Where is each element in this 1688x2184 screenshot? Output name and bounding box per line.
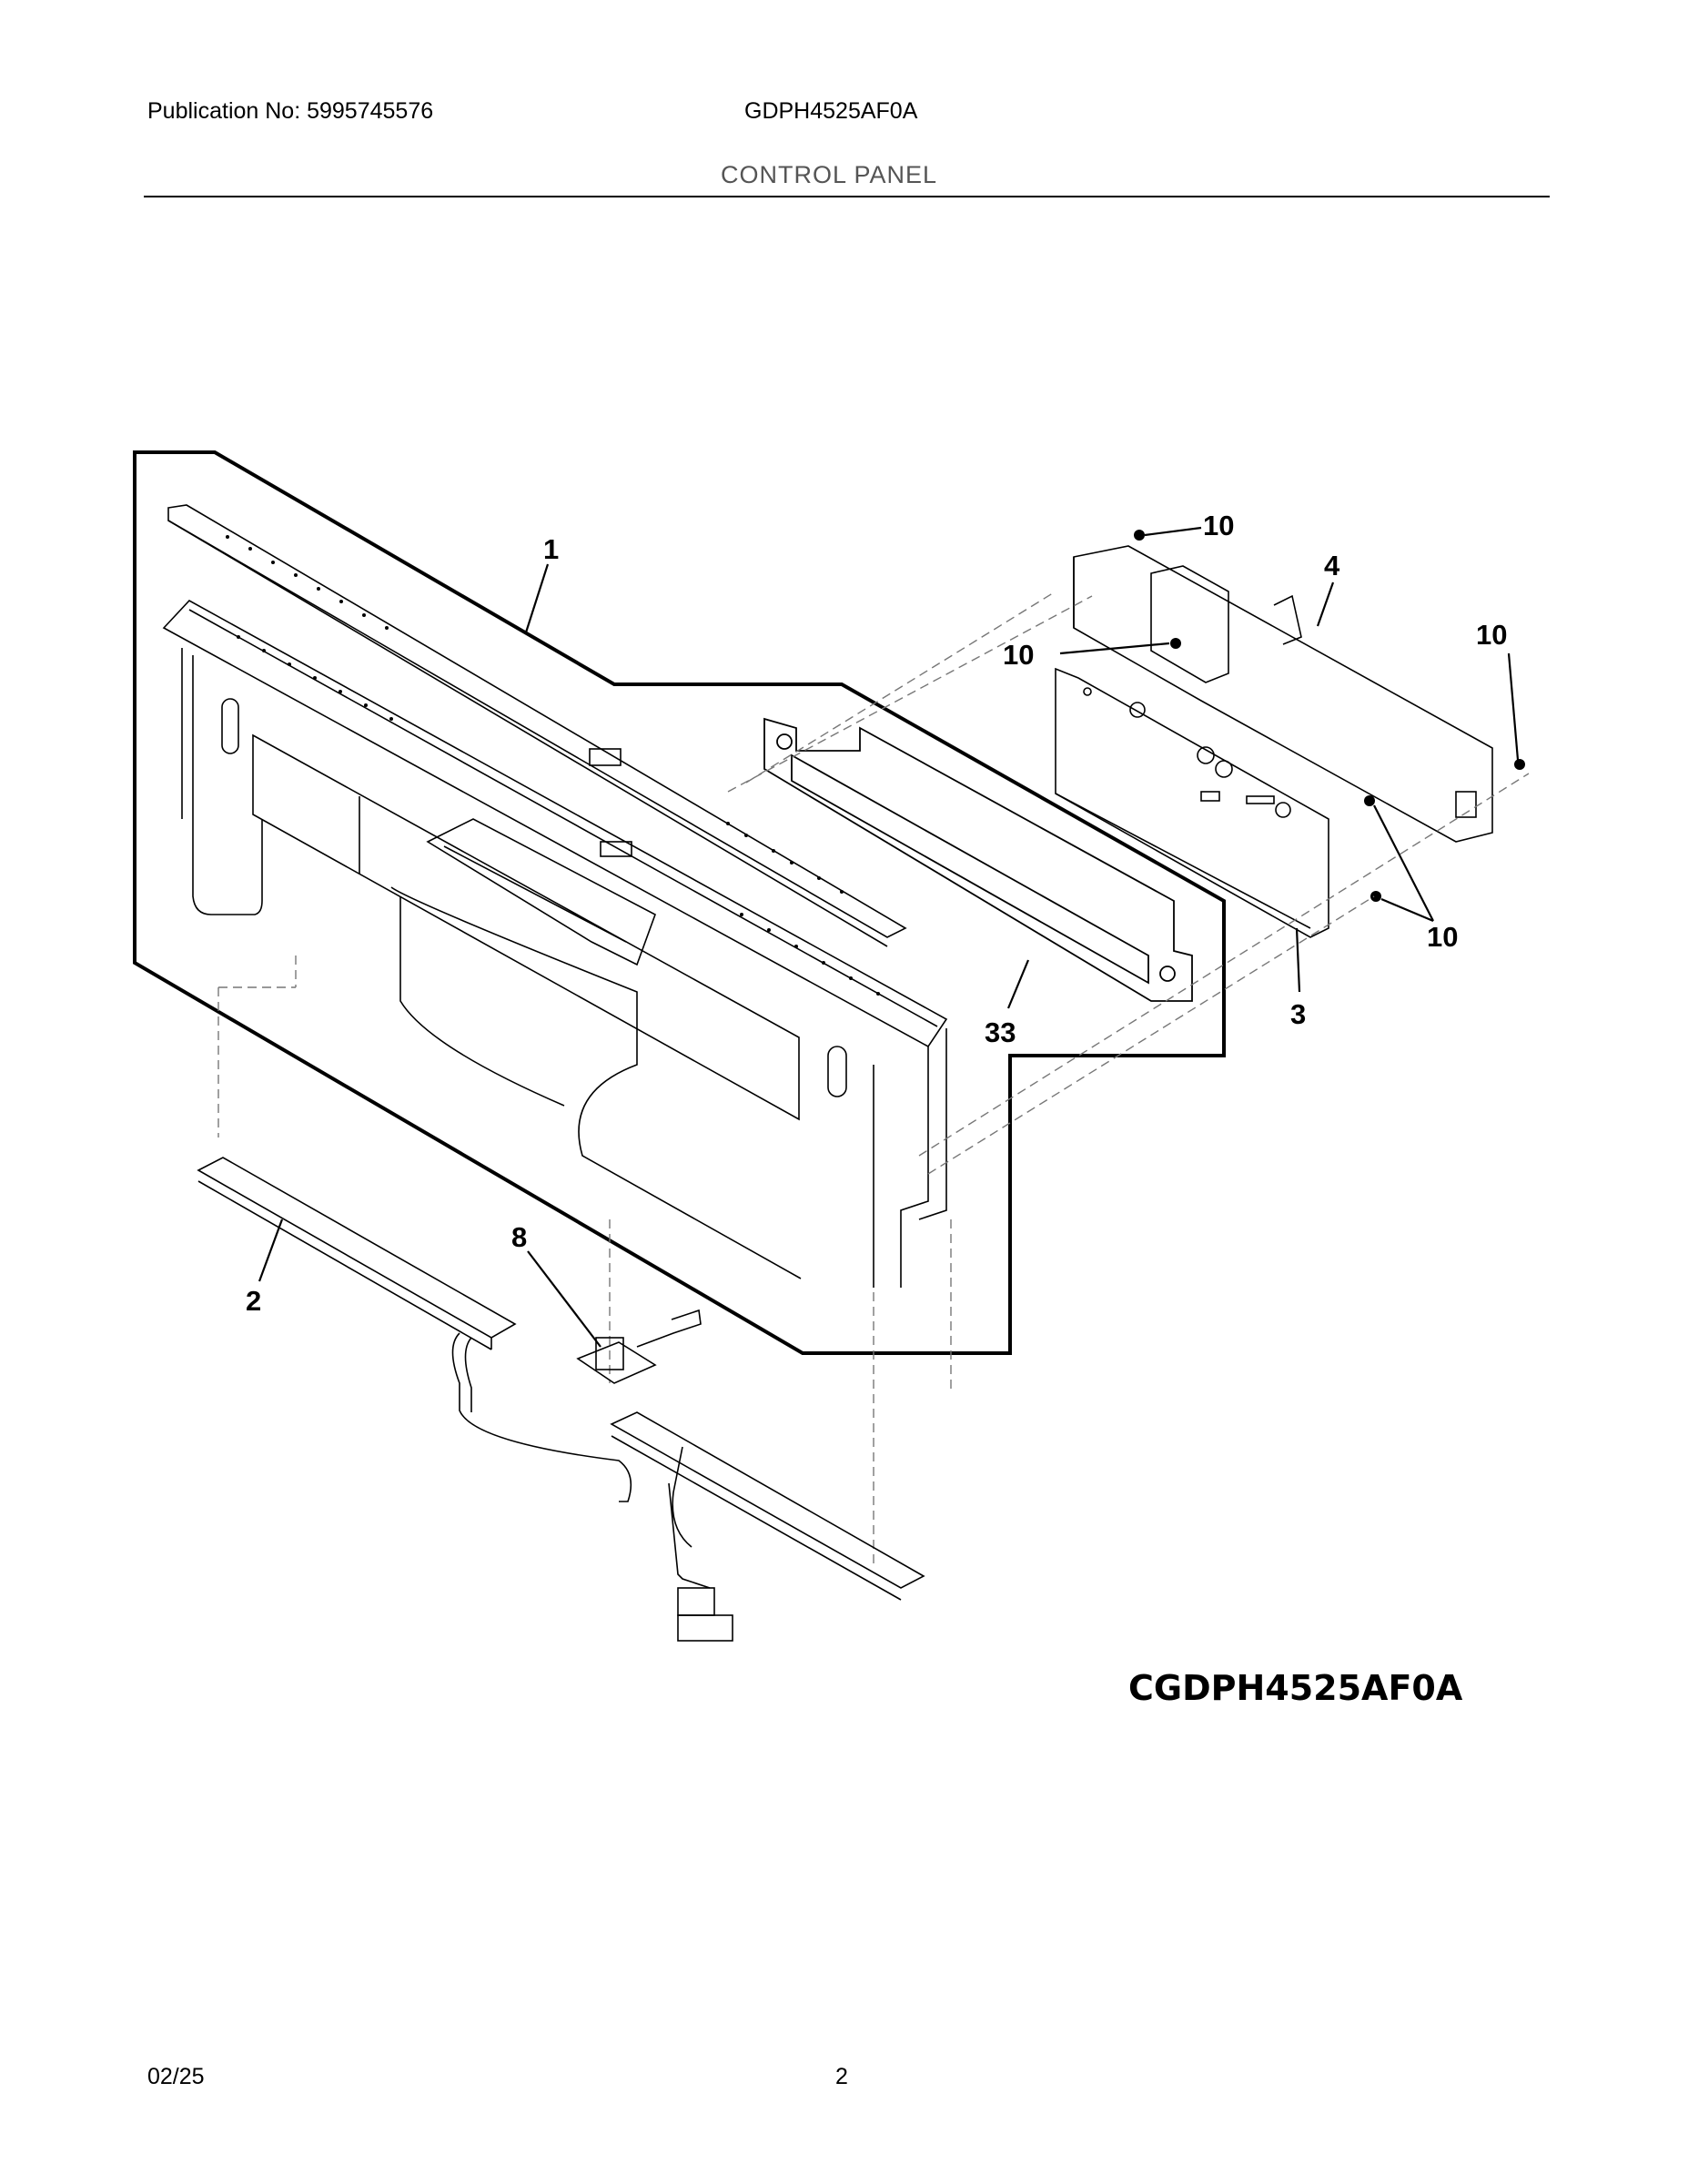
panel-assembly-outline <box>133 450 1226 1355</box>
switch-component <box>576 1309 702 1384</box>
callout-2: 2 <box>246 1285 261 1317</box>
header-divider <box>144 196 1550 197</box>
callout-10-top: 10 <box>1203 510 1234 541</box>
console-panel <box>162 599 948 1288</box>
model-number: GDPH4525AF0A <box>744 98 918 124</box>
control-board <box>1055 667 1329 938</box>
screw-top <box>1134 530 1145 541</box>
callout-4: 4 <box>1324 550 1340 581</box>
gasket <box>763 717 1193 1002</box>
footer-date: 02/25 <box>147 2064 205 2089</box>
board-housing <box>1073 545 1493 843</box>
leader-lines <box>258 526 1520 1348</box>
callout-3: 3 <box>1290 998 1306 1030</box>
screws <box>1134 530 1525 902</box>
callout-10-left: 10 <box>1003 639 1034 671</box>
switch-board-left <box>197 1157 632 1502</box>
callout-10-right: 10 <box>1476 619 1507 651</box>
publication-number: Publication No: 5995745576 <box>147 98 434 124</box>
screw-bottom-a <box>1364 795 1375 806</box>
page-number: 2 <box>835 2064 848 2089</box>
screw-left <box>1170 638 1181 649</box>
screw-right <box>1514 759 1525 770</box>
section-title: CONTROL PANEL <box>721 161 938 188</box>
panel-indicator-dots <box>226 535 880 996</box>
callout-8: 8 <box>511 1221 527 1253</box>
callout-33: 33 <box>985 1016 1016 1048</box>
callout-10-bottom: 10 <box>1427 921 1458 953</box>
screw-bottom-b <box>1370 891 1381 902</box>
switch-board-right <box>610 1411 925 1642</box>
alignment-lines <box>217 591 1530 1565</box>
diagram-code: CGDPH4525AF0A <box>1128 1668 1463 1708</box>
overlay-strip <box>167 504 907 947</box>
callout-1: 1 <box>543 533 559 565</box>
